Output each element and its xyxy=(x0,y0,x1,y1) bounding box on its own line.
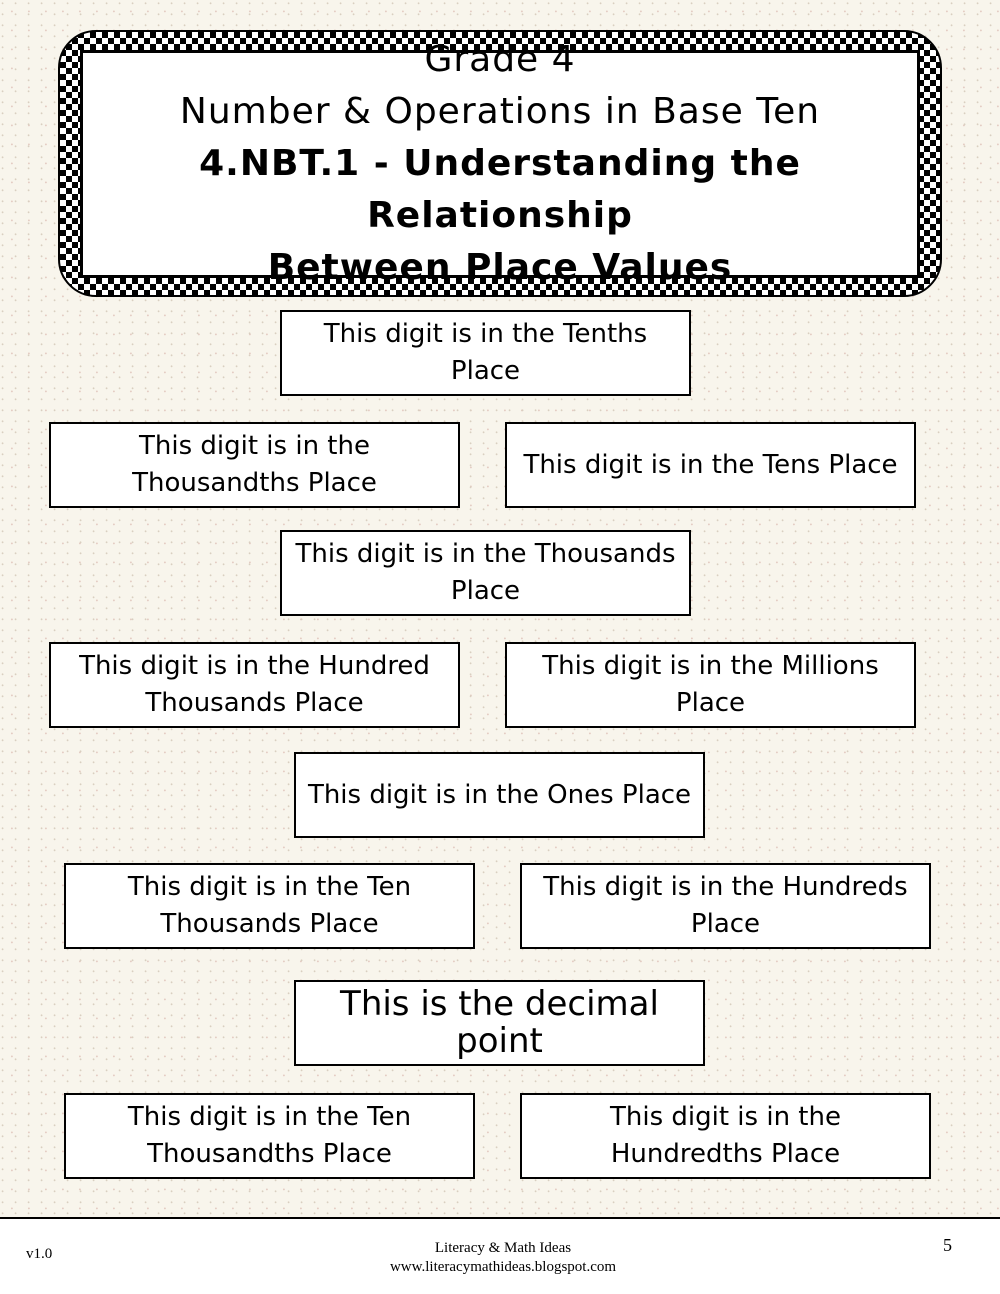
card-tenths: This digit is in the Tenths Place xyxy=(280,310,691,396)
site-name: Literacy & Math Ideas xyxy=(434,1240,572,1256)
card-millions: This digit is in the Millions Place xyxy=(505,642,916,728)
title-box: Grade 4 Number & Operations in Base Ten … xyxy=(80,39,920,288)
site-url: www.literacymathideas.blogspot.com xyxy=(389,1259,617,1275)
card-decimal-point: This is the decimal point xyxy=(294,980,705,1066)
card-ten-thousandths: This digit is in the Ten Thousandths Pla… xyxy=(64,1093,475,1179)
card-thousands: This digit is in the Thousands Place xyxy=(280,530,691,616)
card-tens: This digit is in the Tens Place xyxy=(505,422,916,508)
footer xyxy=(0,1219,1000,1294)
standard-heading-line1: 4.NBT.1 - Understanding the Relationship xyxy=(199,143,801,236)
card-ones: This digit is in the Ones Place xyxy=(294,752,705,838)
card-hundredths: This digit is in the Hundredths Place xyxy=(520,1093,931,1179)
version-label: v1.0 xyxy=(26,1246,53,1263)
card-ten-thousands: This digit is in the Ten Thousands Place xyxy=(64,863,475,949)
card-thousandths: This digit is in the Thousandths Place xyxy=(49,422,460,508)
card-hundred-thousands: This digit is in the Hundred Thousands P… xyxy=(49,642,460,728)
page-number: 5 xyxy=(943,1235,952,1256)
standard-heading-line2: Between Place Values xyxy=(267,247,733,288)
card-hundreds: This digit is in the Hundreds Place xyxy=(520,863,931,949)
grade-heading: Grade 4 xyxy=(424,39,576,80)
footer-divider xyxy=(0,1217,1000,1219)
domain-heading: Number & Operations in Base Ten xyxy=(179,91,821,132)
